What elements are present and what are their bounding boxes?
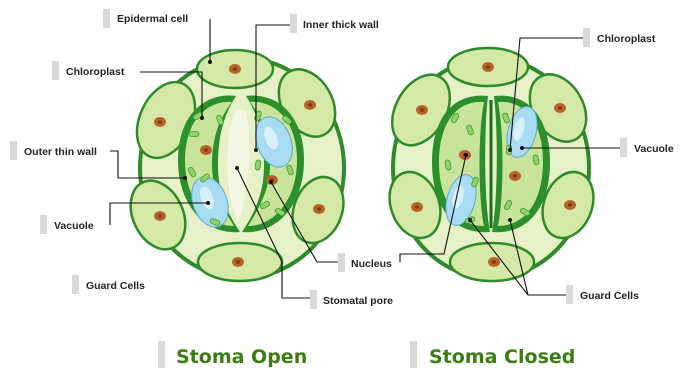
label-epidermal-cell: Epidermal cell (117, 13, 188, 25)
guard-cells-closed (432, 96, 550, 233)
caption-stoma-closed: Stoma Closed (429, 346, 575, 368)
label-chloroplast-right: Chloroplast (597, 33, 656, 45)
label-guard-cells-left: Guard Cells (86, 280, 145, 292)
caption-stoma-open: Stoma Open (176, 346, 307, 368)
label-vacuole-left: Vacuole (54, 220, 94, 232)
guard-cells-open (178, 96, 304, 233)
label-stomatal-pore: Stomatal pore (323, 295, 393, 307)
label-chloroplast-left: Chloroplast (66, 66, 125, 78)
label-inner-thick-wall: Inner thick wall (303, 19, 379, 31)
label-nucleus: Nucleus (351, 258, 392, 270)
label-vacuole-right: Vacuole (634, 143, 674, 155)
stoma-open-illustration (120, 50, 352, 281)
stoma-closed-illustration (380, 48, 602, 281)
label-guard-cells-right: Guard Cells (580, 290, 639, 302)
captions: Stoma Open Stoma Closed (158, 341, 575, 368)
label-outer-thin-wall: Outer thin wall (24, 146, 97, 158)
